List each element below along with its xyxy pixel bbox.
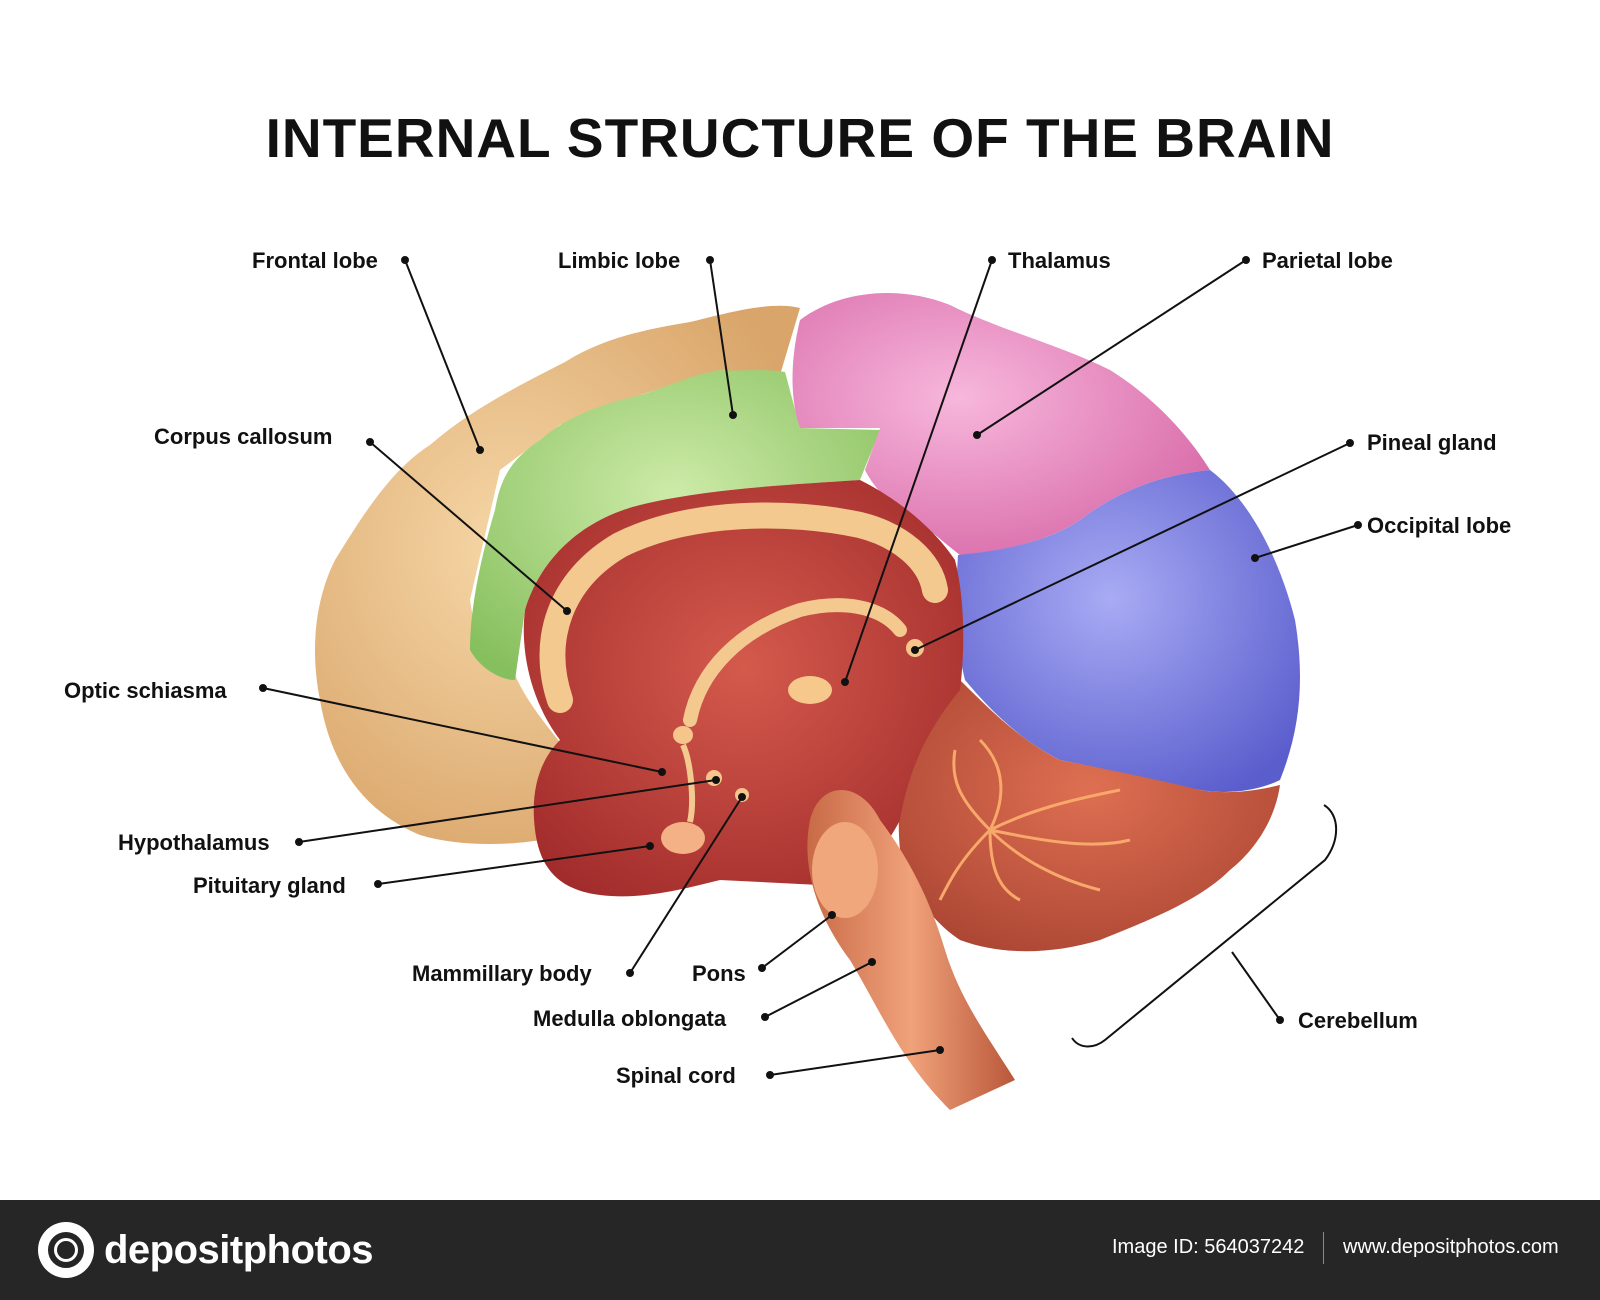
label-cerebellum: Cerebellum xyxy=(1298,1008,1418,1033)
stalk-shape xyxy=(680,743,695,823)
label-occipital-lobe: Occipital lobe xyxy=(1367,513,1511,538)
fornix-shape xyxy=(683,598,907,727)
cerebellum-region xyxy=(898,680,1280,952)
label-hypothalamus: Hypothalamus xyxy=(118,830,270,855)
label-thalamus: Thalamus xyxy=(1008,248,1111,273)
label-parietal-lobe: Parietal lobe xyxy=(1262,248,1393,273)
frontal-lobe-region xyxy=(315,305,800,845)
label-optic-schiasma: Optic schiasma xyxy=(64,678,227,703)
footer-image-id: Image ID: 564037242 xyxy=(1112,1236,1305,1258)
footer-site-link[interactable]: www.depositphotos.com xyxy=(1343,1236,1559,1258)
parietal-lobe-region xyxy=(792,293,1210,555)
label-spinal-cord: Spinal cord xyxy=(616,1063,736,1088)
occipital-lobe-region xyxy=(956,470,1300,792)
footer-brand: depositphotos xyxy=(104,1228,374,1272)
brain-diagram: Frontal lobe Limbic lobe Thalamus Pariet… xyxy=(64,248,1511,1110)
cerebellum-arbor-vitae xyxy=(938,738,1131,902)
label-pons: Pons xyxy=(692,961,746,986)
footer-bar: depositphotos Image ID: 564037242 www.de… xyxy=(0,1200,1600,1300)
leader-lines xyxy=(259,256,1362,1079)
label-mammillary-body: Mammillary body xyxy=(412,961,592,986)
cerebellum-bracket xyxy=(1071,804,1338,1048)
depositphotos-logo-icon xyxy=(38,1222,94,1278)
limbic-lobe-region xyxy=(470,370,880,680)
label-pineal-gland: Pineal gland xyxy=(1367,430,1497,455)
optic-chiasma-shape xyxy=(673,726,693,744)
label-pituitary-gland: Pituitary gland xyxy=(193,873,346,898)
pons-shape xyxy=(812,822,878,918)
label-frontal-lobe: Frontal lobe xyxy=(252,248,378,273)
footer-divider xyxy=(1323,1232,1324,1264)
pituitary-gland-shape xyxy=(661,822,705,854)
page-title: INTERNAL STRUCTURE OF THE BRAIN xyxy=(265,107,1335,169)
label-medulla-oblongata: Medulla oblongata xyxy=(533,1006,727,1031)
label-limbic-lobe: Limbic lobe xyxy=(558,248,680,273)
corpus-callosum-shape xyxy=(539,502,948,713)
thalamus-shape xyxy=(788,676,832,704)
label-corpus-callosum: Corpus callosum xyxy=(154,424,332,449)
